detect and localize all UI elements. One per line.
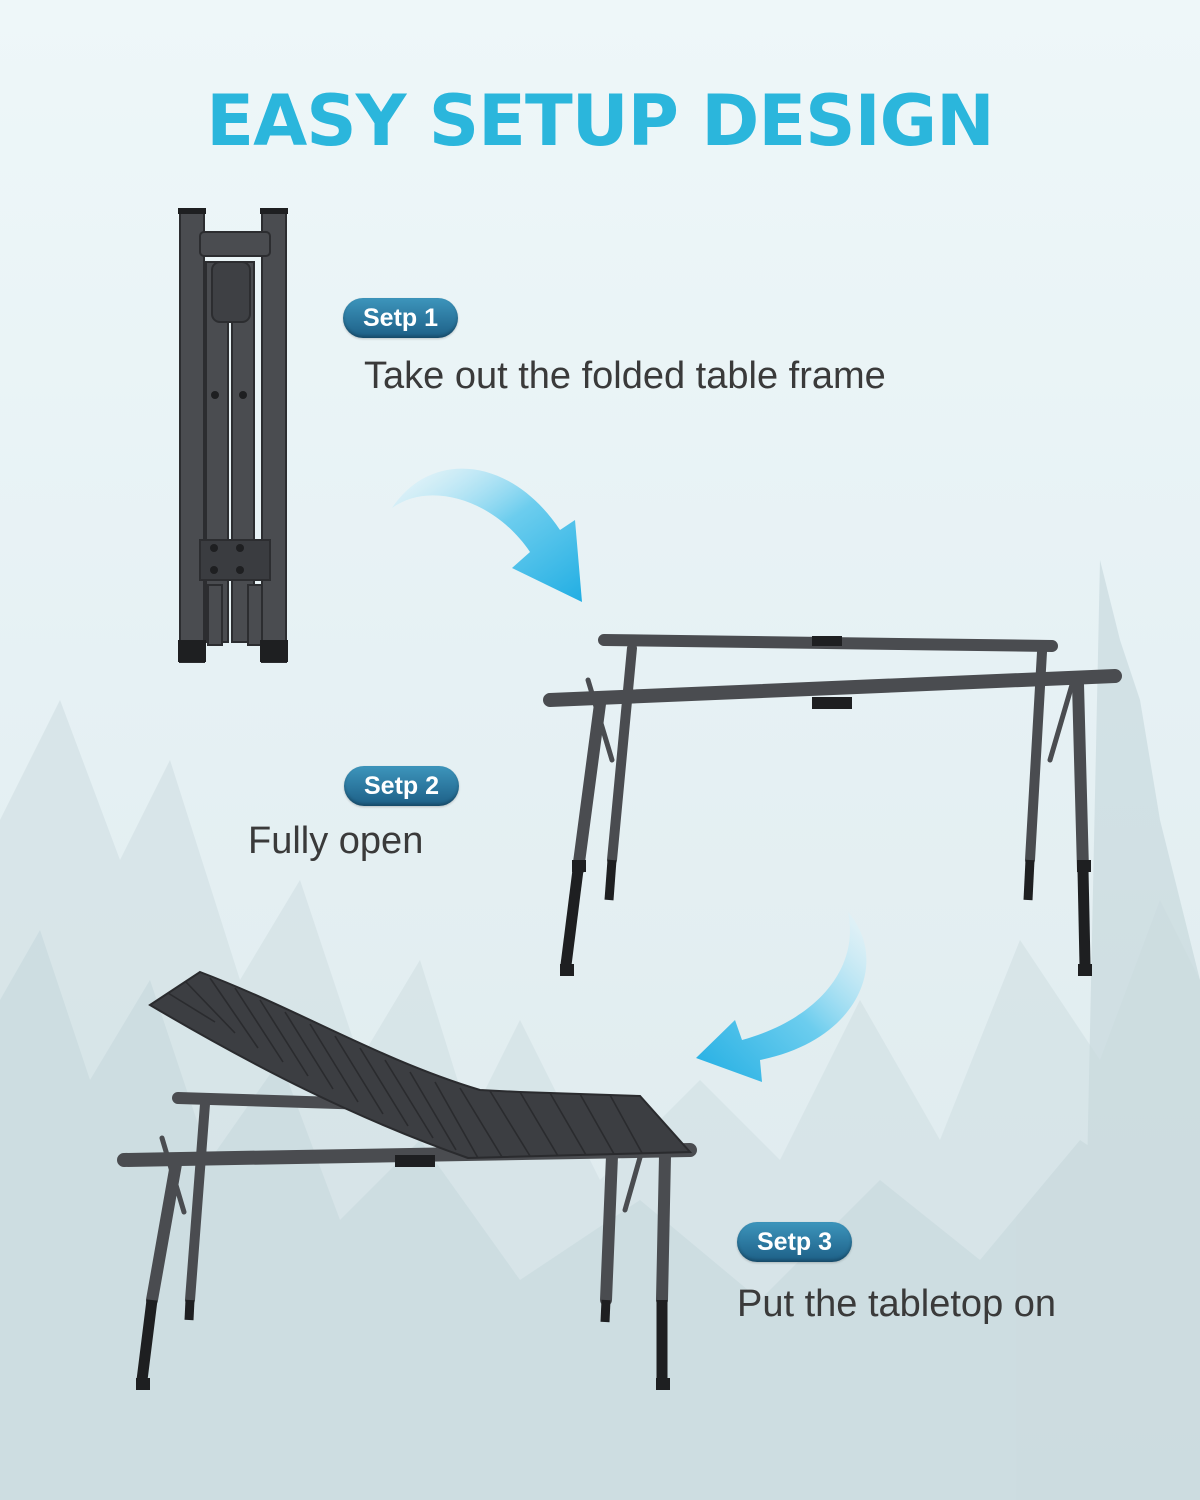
step-1-caption: Take out the folded table frame xyxy=(364,355,886,397)
step-3-caption: Put the tabletop on xyxy=(737,1283,1057,1325)
step-3-badge: Setp 3 xyxy=(737,1222,853,1262)
step-1-badge: Setp 1 xyxy=(343,298,459,338)
page-title: EASY SETUP DESIGN xyxy=(206,80,994,162)
step-2-badge: Setp 2 xyxy=(344,766,460,806)
step-2-caption: Fully open xyxy=(248,820,424,862)
